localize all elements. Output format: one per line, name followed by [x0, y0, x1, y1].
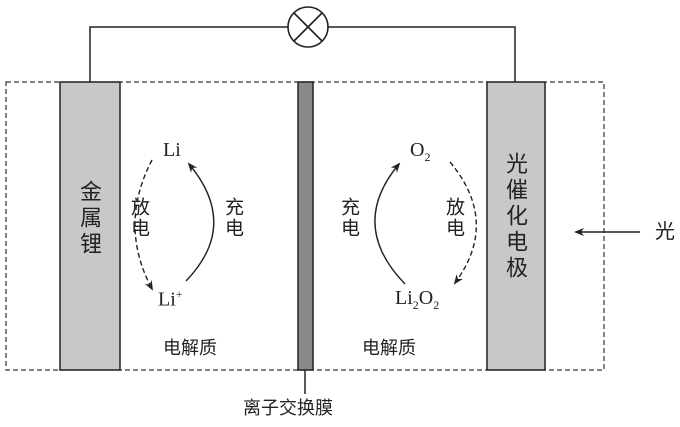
right-discharge-label: 放电 [443, 197, 465, 239]
right-discharge-arrow [449, 161, 477, 285]
circuit-wire [89, 26, 516, 82]
li-ion-label: Li+ [158, 287, 183, 311]
light-label: 光 [655, 219, 675, 243]
right-charge-arrow [374, 162, 406, 285]
lithium-electrode [59, 81, 121, 371]
left-charge-arrow [185, 162, 215, 282]
right-electrolyte-label: 电解质 [362, 338, 416, 359]
o2-label: O2 [410, 139, 431, 164]
left-charge-label: 充电 [222, 197, 244, 239]
photocatalytic-electrode-label: 光催化电极 [502, 152, 527, 282]
left-discharge-label: 放电 [128, 197, 150, 239]
lithium-electrode-label: 金属锂 [76, 180, 101, 258]
li-label: Li [163, 139, 181, 161]
li2o2-label: Li2O2 [395, 287, 440, 312]
lamp-icon [287, 6, 329, 48]
left-discharge-arrow [134, 159, 153, 291]
ion-exchange-membrane [297, 81, 314, 371]
membrane-label: 离子交换膜 [243, 398, 333, 419]
left-electrolyte-label: 电解质 [163, 338, 217, 359]
photocatalytic-electrode [486, 81, 546, 371]
right-charge-label: 充电 [338, 197, 360, 239]
